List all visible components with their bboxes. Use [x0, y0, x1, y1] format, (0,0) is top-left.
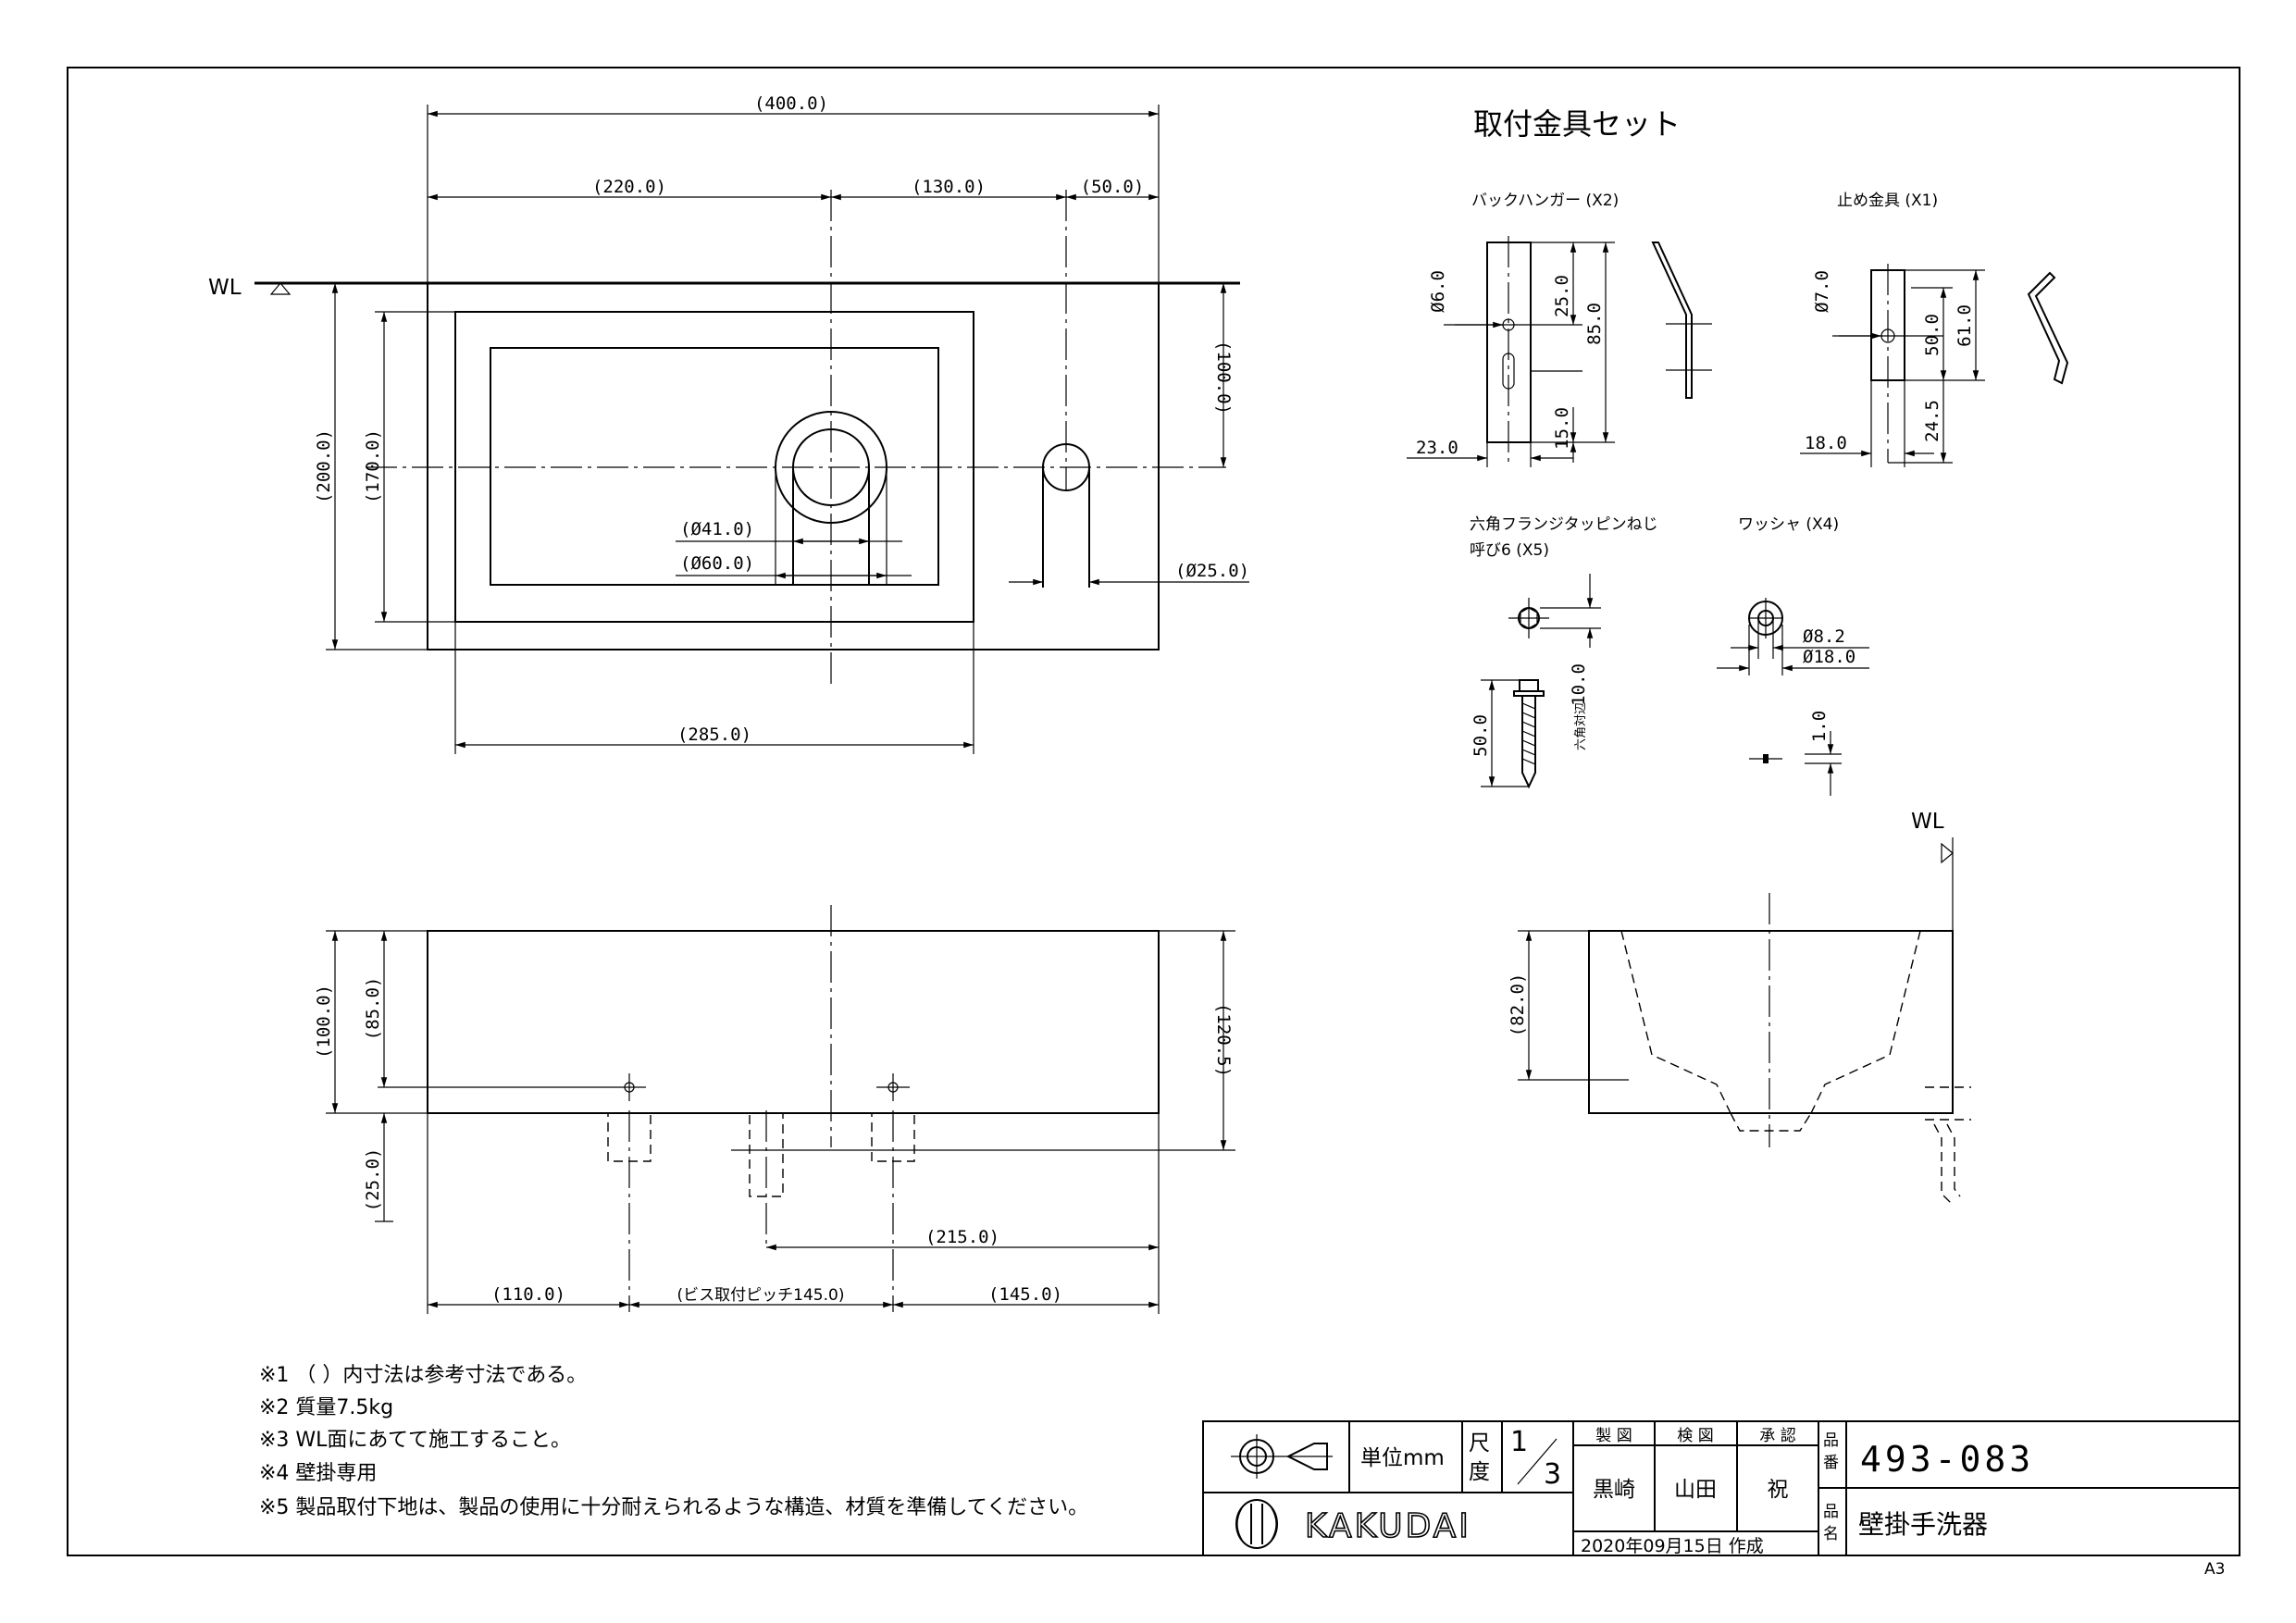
side-wl-label: WL: [1911, 810, 1944, 834]
washer-label: ワッシャ (X4): [1738, 515, 1839, 534]
st-d-hole: Ø7.0: [1812, 270, 1832, 313]
made-header: 製 図: [1595, 1427, 1632, 1445]
bowl-inner: [490, 347, 939, 586]
dim-drain-to-tap: (130.0): [912, 177, 986, 197]
back-hanger-profile: [1651, 242, 1693, 399]
st-dim-245: 24.5: [1922, 400, 1942, 442]
name-header-2: 名: [1823, 1525, 1839, 1543]
dim-tap-to-edge: (50.0): [1081, 177, 1145, 197]
bh-d-hole: Ø6.0: [1428, 270, 1448, 313]
kakudai-logo-icon: [1235, 1499, 1278, 1549]
top-view: WL (400.0) (220.0) (130.0) (50.0): [208, 93, 1249, 754]
approve-by: 祝: [1768, 1478, 1789, 1502]
screw-hex-label: 六角対辺: [1574, 702, 1588, 750]
dim-right-margin: (145.0): [988, 1284, 1062, 1305]
unit-label: 単位mm: [1360, 1446, 1445, 1470]
part-number: 493-083: [1860, 1439, 2034, 1480]
dim-front-below: (25.0): [363, 1148, 383, 1212]
bh-dim-25: 25.0: [1552, 275, 1572, 317]
washer-section: [1763, 754, 1769, 763]
st-dim-50: 50.0: [1922, 314, 1942, 356]
basin-outline: [427, 282, 1160, 650]
dim-bowl-width: (285.0): [677, 725, 751, 745]
dim-overall-width: (400.0): [754, 93, 828, 114]
note-3: ※3 WL面にあてて施工すること。: [259, 1429, 571, 1452]
front-outline: [427, 930, 1160, 1114]
screw-dim-10: 10.0: [1569, 663, 1589, 706]
name-header-1: 品: [1823, 1503, 1839, 1521]
screw-hole-right: [876, 1073, 910, 1101]
scale-den: 3: [1544, 1458, 1561, 1491]
scale-label-1: 尺: [1469, 1431, 1490, 1456]
brand-name: KAKUDAI: [1305, 1507, 1471, 1545]
dim-left-to-drain: (220.0): [592, 177, 666, 197]
dim-overall-height: (200.0): [314, 429, 334, 503]
screw-head: [1519, 679, 1539, 692]
dim-front-height: (100.0): [314, 985, 334, 1059]
st-dim-18: 18.0: [1805, 433, 1847, 453]
screw-hole-left: [613, 1073, 646, 1101]
approve-header: 承 認: [1759, 1427, 1795, 1445]
washer-thick: 1.0: [1809, 711, 1830, 742]
wl-triangle: [269, 282, 292, 295]
stopper-profile: [2027, 271, 2069, 385]
side-view: WL (82.0): [1508, 810, 1971, 1204]
dim-bowl-height: (170.0): [363, 429, 383, 503]
scale-num: 1: [1510, 1426, 1528, 1458]
part-no-header-1: 品: [1823, 1431, 1839, 1450]
title-block: 単位mm 尺 度 1 3 製 図 検 図 承 認 黒崎 山田 祝 2020年09…: [1202, 1420, 2240, 1579]
notes: ※1 （ ）内寸法は参考寸法である。 ※2 質量7.5kg ※3 WL面にあてて…: [259, 1364, 1088, 1519]
bh-dim-23: 23.0: [1416, 438, 1458, 458]
screw-label1: 六角フランジタッピンねじ: [1470, 515, 1658, 534]
bh-dim-85: 85.0: [1584, 303, 1605, 345]
sheet-border: [67, 67, 2240, 1556]
projection-symbol-icon: [1231, 1434, 1333, 1479]
dim-side-depth: (82.0): [1508, 973, 1528, 1037]
dim-tap-d: (Ø25.0): [1175, 561, 1249, 581]
check-by: 山田: [1674, 1478, 1717, 1502]
back-hanger-label: バックハンガー (X2): [1471, 192, 1619, 210]
part-no-header-2: 番: [1823, 1454, 1839, 1472]
screw-label2: 呼び6 (X5): [1470, 541, 1549, 560]
side-outline: [1588, 930, 1954, 1114]
screw-length: 50.0: [1471, 714, 1491, 757]
scale-label-2: 度: [1469, 1460, 1490, 1484]
paper-size: A3: [2204, 1560, 2225, 1579]
dim-drain-d1: (Ø41.0): [680, 519, 754, 539]
front-view: (100.0) (85.0) (25.0) (120.5) (215.0) (1…: [314, 905, 1235, 1314]
made-by: 黒崎: [1593, 1478, 1635, 1502]
drawing-date: 2020年09月15日 作成: [1581, 1536, 1764, 1556]
note-2: ※2 質量7.5kg: [259, 1396, 393, 1419]
dim-drain-d2: (Ø60.0): [680, 553, 754, 574]
note-1: ※1 （ ）内寸法は参考寸法である。: [259, 1364, 587, 1387]
dim-front-right: (120.5): [1213, 1003, 1234, 1077]
note-4: ※4 壁掛専用: [259, 1462, 377, 1485]
dim-front-inner: (85.0): [363, 977, 383, 1041]
washer-d-out: Ø18.0: [1803, 647, 1855, 667]
check-header: 検 図: [1677, 1427, 1713, 1445]
dim-screw-pitch: (ビス取付ピッチ145.0): [677, 1286, 845, 1305]
mounting-title: 取付金具セット: [1473, 106, 1681, 142]
dim-top-to-center: (100.0): [1213, 341, 1234, 415]
mounting-hardware: 取付金具セット バックハンガー (X2) 85.0 25.0 15.0 Ø6.0…: [1407, 106, 2069, 796]
dim-pipe-span: (215.0): [925, 1227, 999, 1247]
wl-label: WL: [208, 276, 242, 300]
note-5: ※5 製品取付下地は、製品の使用に十分耐えられるような構造、材質を準備してくださ…: [259, 1496, 1088, 1519]
washer-d-in: Ø8.2: [1803, 626, 1845, 647]
stopper-label: 止め金具 (X1): [1837, 192, 1938, 210]
bh-dim-15: 15.0: [1552, 407, 1572, 450]
st-dim-61: 61.0: [1955, 304, 1975, 347]
product-name: 壁掛手洗器: [1858, 1509, 1988, 1540]
dim-left-margin: (110.0): [491, 1284, 565, 1305]
